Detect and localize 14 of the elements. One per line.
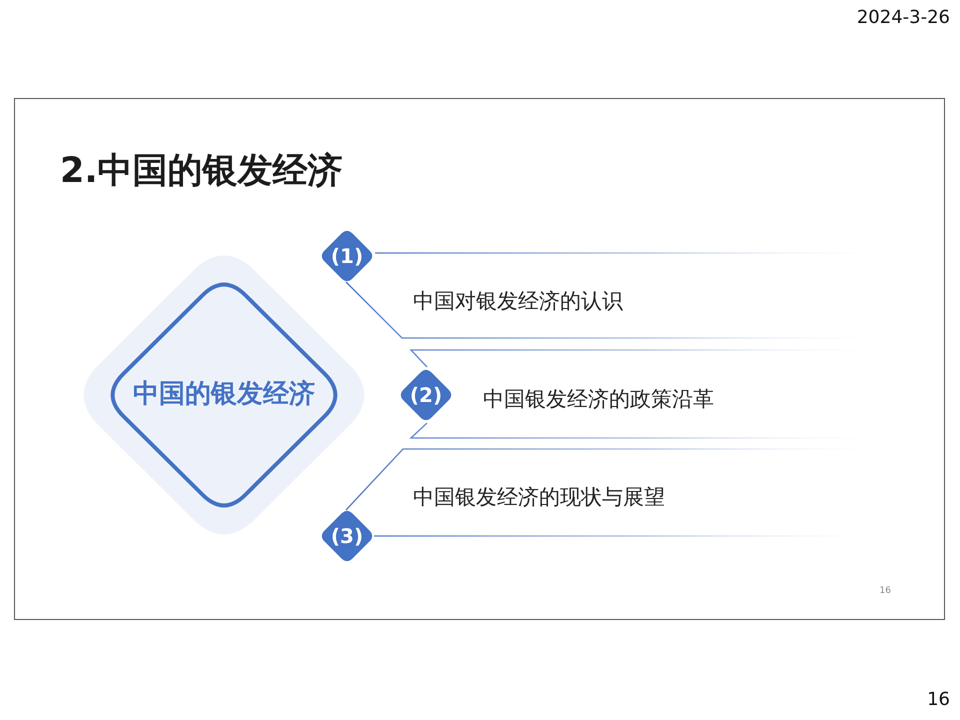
badge-number: (3) — [330, 524, 364, 548]
badge-number: (1) — [330, 244, 364, 268]
subtopic-text: 中国银发经济的现状与展望 — [413, 485, 665, 510]
number-badge — [319, 228, 375, 284]
page-number: 16 — [880, 586, 891, 596]
page-number: 16 — [927, 690, 950, 711]
number-badge — [398, 367, 454, 423]
subtopic-text: 中国对银发经济的认识 — [413, 289, 623, 314]
subtopic-text: 中国银发经济的政策沿革 — [483, 387, 714, 412]
date-text: 2024-3-26 — [856, 8, 950, 29]
slide-title: 2.中国的银发经济 — [60, 151, 343, 192]
badge-number: (2) — [410, 384, 442, 406]
number-badge — [319, 508, 375, 564]
topic-title: 中国的银发经济 — [133, 380, 315, 410]
